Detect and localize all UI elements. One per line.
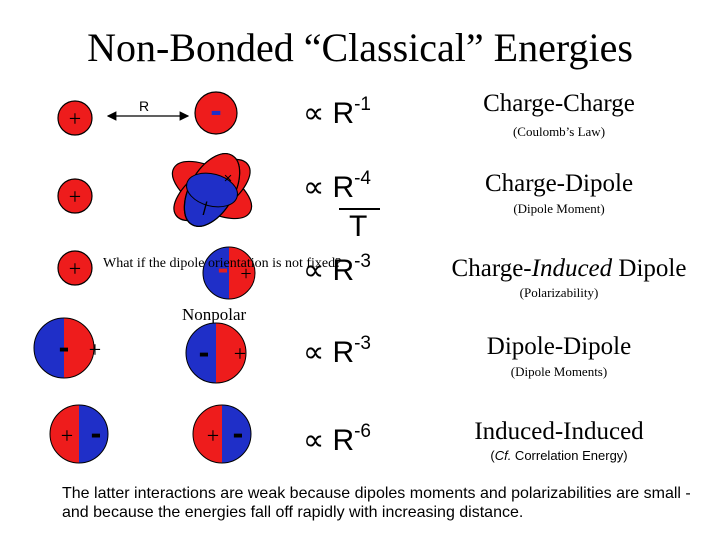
plus-sign: + <box>69 256 81 281</box>
interaction-name-charge-charge: Charge-Charge <box>483 90 635 117</box>
interaction-sub-correlation: (Cf. Correlation Energy) <box>490 448 628 463</box>
minus-sign: - <box>218 250 229 286</box>
minus-sign: - <box>233 415 244 451</box>
positive-charge <box>57 250 93 286</box>
power-exponent: -1 <box>354 94 372 115</box>
minus-sign: - <box>59 329 70 365</box>
proportionality-r4: ∝R-4 <box>303 168 372 205</box>
name-prefix: Charge- <box>451 255 532 282</box>
plus-sign: + <box>89 337 101 362</box>
proportionality-r3-dipole: ∝R-3 <box>303 333 372 370</box>
footer-note: The latter interactions are weak because… <box>62 485 691 521</box>
power-base: R <box>332 424 355 457</box>
name-suffix: Dipole <box>612 255 687 282</box>
proportional-symbol: ∝ <box>303 171 325 204</box>
plus-sign: + <box>207 423 219 448</box>
power-base: R <box>332 336 355 369</box>
interaction-name-charge-dipole: Charge-Dipole <box>484 170 634 197</box>
proportionality-r6: ∝R-6 <box>303 421 372 458</box>
power-exponent: -4 <box>354 168 372 189</box>
interaction-name-induced-induced: Induced-Induced <box>474 418 644 445</box>
plus-sign: + <box>240 263 251 285</box>
sub-rest: Correlation Energy) <box>511 448 628 463</box>
temperature-denominator: T <box>349 210 368 243</box>
sub-italic: Cf. <box>494 448 512 463</box>
minus-sign: - <box>91 415 102 451</box>
power-exponent: -6 <box>354 421 372 442</box>
power-exponent: -3 <box>354 333 372 354</box>
interaction-sub-polarizability: (Polarizability) <box>519 285 599 300</box>
slash-sign: / <box>202 199 207 219</box>
plus-sign: + <box>234 341 246 366</box>
interaction-sub-dipole-moment: (Dipole Moment) <box>513 201 605 216</box>
proportional-symbol: ∝ <box>303 97 325 130</box>
cross-sign: × <box>224 170 233 187</box>
minus-sign: - <box>210 92 221 130</box>
power-base: R <box>332 97 355 130</box>
power-base: R <box>332 254 355 287</box>
induced-dipole-icon <box>202 246 256 300</box>
name-italic: Induced <box>531 255 613 282</box>
power-exponent: -3 <box>354 251 372 272</box>
distance-label: R <box>139 98 149 114</box>
interaction-sub-coulomb: (Coulomb’s Law) <box>512 124 606 139</box>
proportionality-r1: ∝R-1 <box>303 94 372 131</box>
proportional-symbol: ∝ <box>303 254 325 287</box>
minus-sign: - <box>199 334 210 370</box>
orientation-question: What if the dipole orientation is not fi… <box>103 256 342 271</box>
rotating-dipole-icon <box>171 153 253 227</box>
proportional-symbol: ∝ <box>303 336 325 369</box>
proportional-symbol: ∝ <box>303 424 325 457</box>
negative-charge <box>194 91 238 135</box>
interaction-name-charge-induced: Charge-Induced Dipole <box>424 255 714 283</box>
power-base: R <box>332 171 355 204</box>
interaction-name-dipole-dipole: Dipole-Dipole <box>486 333 632 360</box>
nonpolar-label: Nonpolar <box>182 305 247 324</box>
slide-title: Non-Bonded “Classical” Energies <box>87 25 633 70</box>
plus-sign: + <box>69 106 81 131</box>
interaction-sub-dipole-moments: (Dipole Moments) <box>510 364 608 379</box>
plus-sign: + <box>61 423 73 448</box>
positive-charge <box>57 100 93 136</box>
plus-sign: + <box>69 184 81 209</box>
proportionality-r3-induced: ∝R-3 <box>303 251 372 288</box>
positive-charge <box>57 178 93 214</box>
